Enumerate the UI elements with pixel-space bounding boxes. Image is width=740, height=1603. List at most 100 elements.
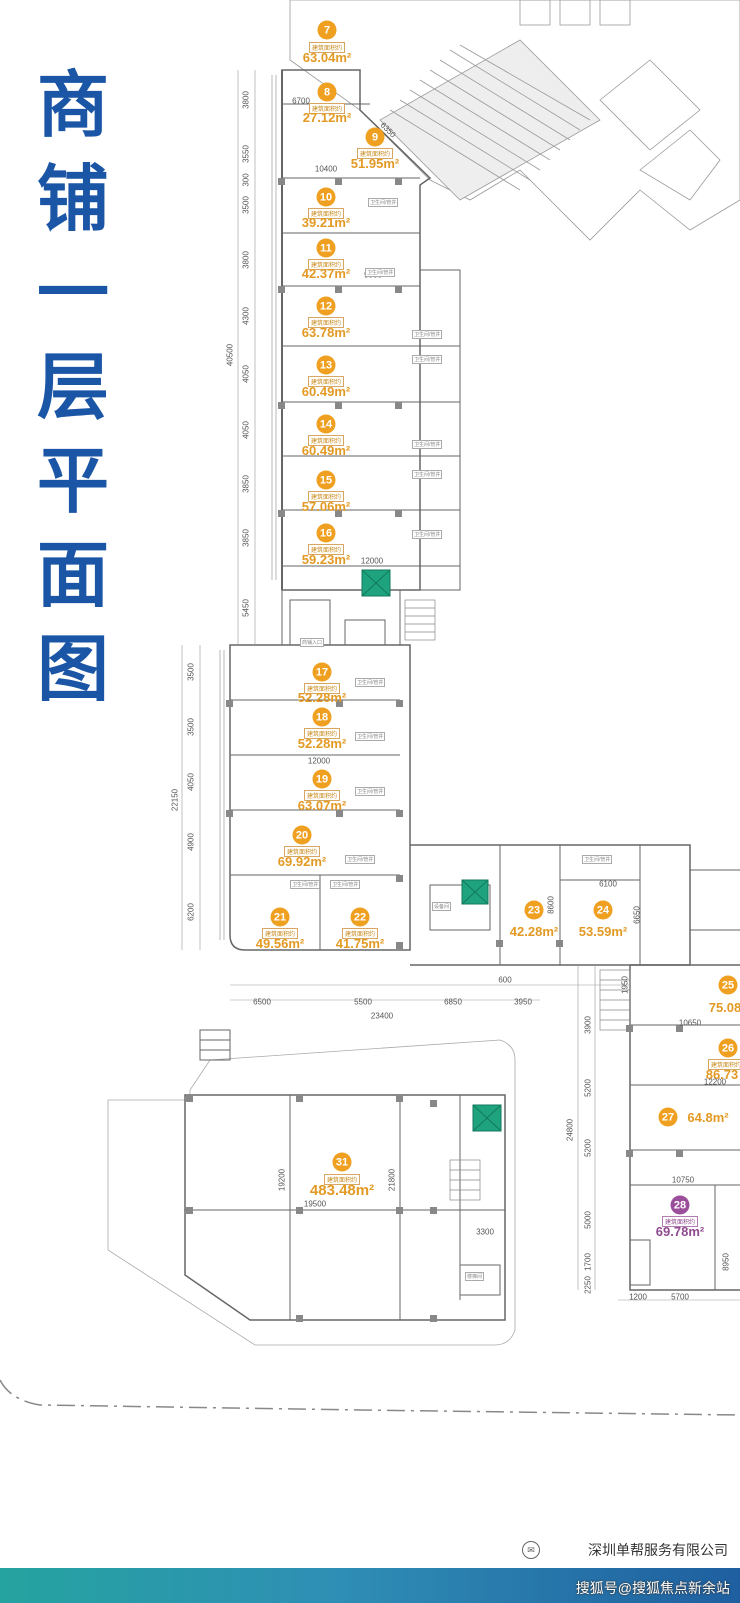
- unit-caption: 建筑面积约: [307, 435, 345, 446]
- dimension-label: 5000: [583, 1211, 593, 1229]
- title-char: 铺: [36, 157, 109, 241]
- dimension-label: 3550: [241, 145, 251, 163]
- dimension-label: 5450: [241, 599, 251, 617]
- room-tag: 卫生间/管井: [412, 470, 443, 479]
- dimension-label: 3900: [583, 1016, 593, 1034]
- unit-caption: 建筑面积约: [323, 1174, 361, 1185]
- title-char: 图: [36, 627, 109, 711]
- unit-area-25: 75.08: [708, 1000, 740, 1015]
- unit-badge-24: 24: [593, 900, 613, 920]
- unit-caption: 建筑面积约: [307, 259, 345, 270]
- upper-shop-strip: [281, 69, 461, 591]
- unit-badge-13: 13: [316, 355, 336, 375]
- dimension-lines: [181, 70, 740, 1301]
- title-char: 面: [36, 533, 109, 617]
- unit-area-14: 60.49m²: [301, 443, 351, 458]
- dimension-label: 6500: [253, 997, 271, 1007]
- room-tag: 卫生间/管井: [412, 330, 443, 339]
- unit-area-13: 60.49m²: [301, 384, 351, 399]
- unit-badge-9: 9: [365, 127, 385, 147]
- unit-caption: 建筑面积约: [308, 42, 346, 53]
- dimension-label: 3300: [476, 1227, 494, 1237]
- dimension-label: 3500: [186, 663, 196, 681]
- unit-badge-11: 11: [316, 238, 336, 258]
- unit-caption: 建筑面积约: [303, 790, 341, 801]
- unit-area-27: 64.8m²: [687, 1110, 729, 1125]
- dimension-label: 12200: [703, 1077, 727, 1087]
- unit-badge-7: 7: [317, 20, 337, 40]
- unit-badge-26: 26: [718, 1038, 738, 1058]
- unit-badge-23: 23: [524, 900, 544, 920]
- room-tag: 卫生间/管井: [365, 268, 396, 277]
- title-char: 层: [36, 345, 109, 429]
- dimension-label: 6100: [599, 879, 617, 889]
- dimension-label: 12000: [360, 556, 384, 566]
- unit-caption: 建筑面积约: [707, 1059, 740, 1070]
- room-tag: 卫生间/管井: [368, 198, 399, 207]
- unit-badge-14: 14: [316, 414, 336, 434]
- room-tag: 卫生间/管井: [345, 855, 376, 864]
- dimension-label: 1200: [629, 1292, 647, 1302]
- unit-caption: 建筑面积约: [307, 544, 345, 555]
- elevator-icons: [361, 569, 502, 1132]
- watermark-source: 搜狐号@搜狐焦点新余站: [575, 1580, 730, 1596]
- dimension-label: 6200: [186, 903, 196, 921]
- dimension-label: 10750: [671, 1175, 695, 1185]
- middle-shop-strip: [229, 590, 411, 951]
- unit-area-12: 63.78m²: [301, 325, 351, 340]
- unit-badge-16: 16: [316, 523, 336, 543]
- room-tag: 卫生间/管井: [582, 855, 613, 864]
- dimension-label: 4300: [241, 307, 251, 325]
- dimension-label: 1700: [583, 1253, 593, 1271]
- dimension-total: 22150: [170, 788, 180, 812]
- dimension-label: 4050: [186, 773, 196, 791]
- right-shop-column: [629, 964, 740, 1291]
- dimension-total: 23400: [370, 1011, 394, 1021]
- room-tag: 楼梯间: [465, 1272, 485, 1281]
- unit-caption: 建筑面积约: [307, 376, 345, 387]
- dimension-label: 6700: [292, 96, 310, 106]
- unit-badge-19: 19: [312, 769, 332, 789]
- unit-area-19: 63.07m²: [297, 798, 347, 813]
- watermark-company: 深圳单帮服务有限公司: [586, 1540, 730, 1560]
- unit-badge-10: 10: [316, 187, 336, 207]
- dimension-label: 4050: [241, 365, 251, 383]
- dimension-label: 4900: [186, 833, 196, 851]
- dimension-label: 8600: [546, 896, 556, 914]
- storefront-glazing: [219, 75, 277, 940]
- unit-area-15: 57.06m²: [301, 499, 351, 514]
- dimension-label: 600: [498, 975, 512, 985]
- room-tag: 卫生间/管井: [412, 440, 443, 449]
- unit-badge-18: 18: [312, 707, 332, 727]
- unit-area-22: 41.75m²: [335, 936, 385, 951]
- residential-tower: [289, 0, 740, 241]
- dimension-label: 5500: [354, 997, 372, 1007]
- dimension-label: 8950: [721, 1253, 731, 1271]
- connector-block: [410, 844, 740, 966]
- dimension-label: 6650: [632, 906, 642, 924]
- unit-caption: 建筑面积约: [341, 928, 379, 939]
- dimension-label: 3950: [514, 997, 532, 1007]
- unit-badge-12: 12: [316, 296, 336, 316]
- dimension-label: 19200: [277, 1168, 287, 1192]
- structural-columns: [186, 178, 683, 1322]
- title-char: 平: [36, 439, 109, 523]
- unit-area-16: 59.23m²: [301, 552, 351, 567]
- unit-badge-20: 20: [292, 825, 312, 845]
- room-tag: 卫生间/管井: [330, 880, 361, 889]
- unit-area-8: 27.12m²: [302, 110, 352, 125]
- dimension-label: 4050: [241, 421, 251, 439]
- unit-area-21: 49.56m²: [255, 936, 305, 951]
- unit-caption: 建筑面积约: [303, 683, 341, 694]
- unit-area-23: 42.28m²: [509, 924, 559, 939]
- dimension-label: 10400: [314, 164, 338, 174]
- title-char: 商: [36, 63, 109, 147]
- dimension-label: 10650: [678, 1018, 702, 1028]
- dimension-label: 3800: [241, 91, 251, 109]
- dimension-label: 3500: [241, 196, 251, 214]
- dimension-label: 19500: [303, 1199, 327, 1209]
- room-tag: 卫生间/管井: [355, 732, 386, 741]
- unit-area-18: 52.28m²: [297, 736, 347, 751]
- unit-badge-22: 22: [350, 907, 370, 927]
